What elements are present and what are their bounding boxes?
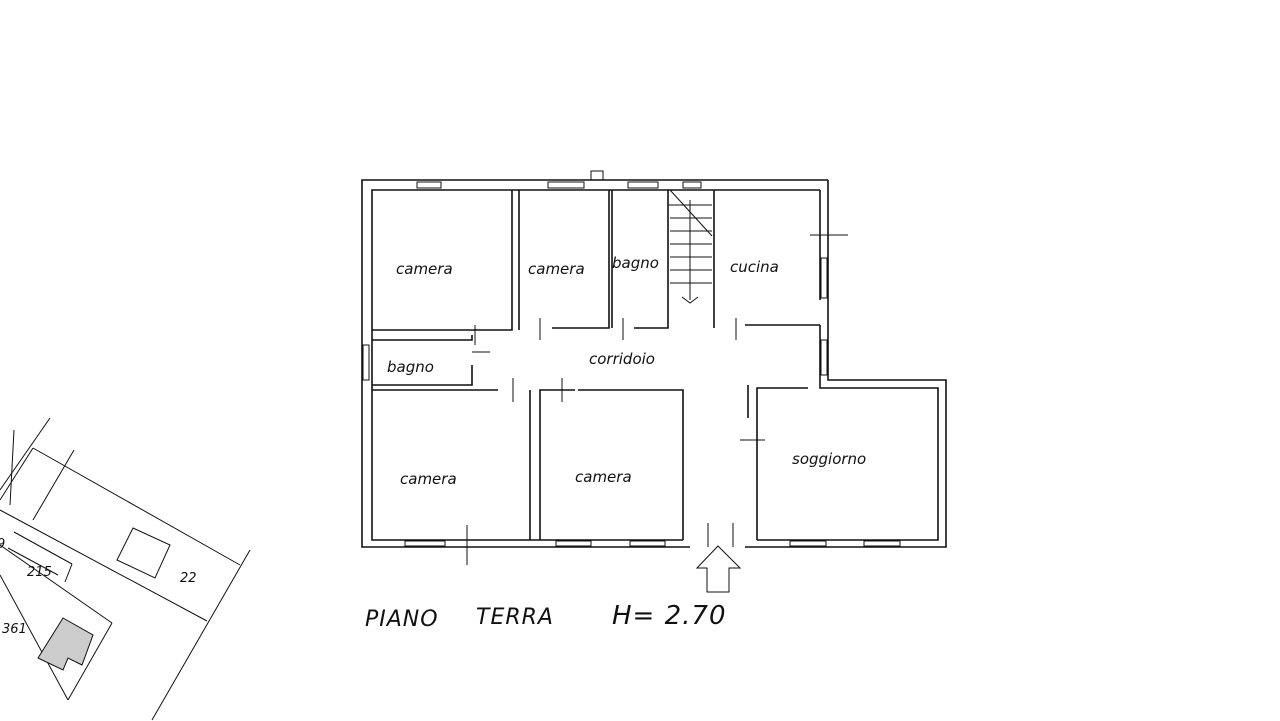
parcel-label: 9 [0,537,5,552]
parcel-label: 215 [27,565,52,580]
room-label: corridoio [589,350,655,368]
parcel-label: 22 [180,571,197,586]
arrow-up-icon [695,545,742,593]
room-label: bagno [612,254,659,272]
room-label: bagno [387,358,434,376]
room-label: camera [575,468,632,486]
room-label: camera [400,470,457,488]
windows [362,181,901,547]
walls [361,170,947,593]
room-label: camera [396,260,453,278]
floor-level: TERRA [476,605,554,630]
floor-title: PIANO [365,607,439,632]
ceiling-height: H= 2.70 [612,601,727,631]
room-label: camera [528,260,585,278]
site-plan [0,417,251,721]
parcel-label: 361 [2,622,27,637]
room-label: soggiorno [792,450,866,468]
room-label: cucina [730,258,779,276]
staircase [668,189,713,304]
